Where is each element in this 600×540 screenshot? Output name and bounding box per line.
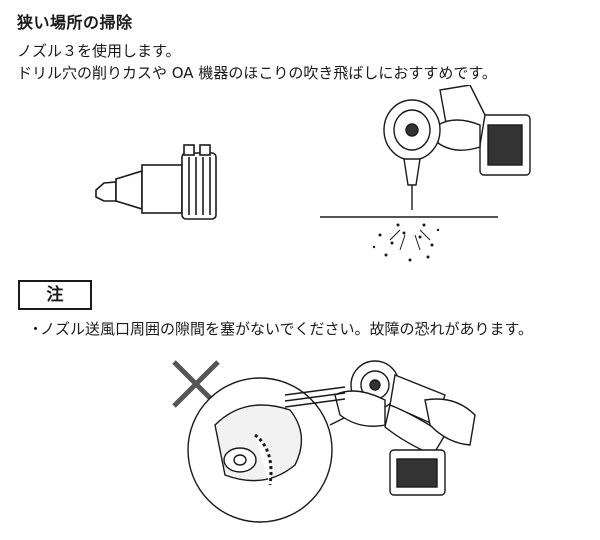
caution-text: ノズル送風口周囲の隙間を塞がないでください。故障の恐れがあります。 — [40, 320, 534, 338]
blocked-vent-illustration — [187, 360, 476, 523]
caution-bullet: ・ — [28, 320, 44, 338]
blower-drill-hole-illustration — [320, 85, 531, 262]
nozzle-illustration — [95, 144, 217, 220]
instruction-line-2: ドリル穴の削りカスや OA 機器のほこりの吹き飛ばしにおすすめです。 — [17, 64, 497, 82]
caution-label: 注 — [18, 280, 92, 310]
instruction-line-1: ノズル３を使用します。 — [17, 42, 181, 60]
section-heading: 狭い場所の掃除 — [17, 13, 133, 32]
